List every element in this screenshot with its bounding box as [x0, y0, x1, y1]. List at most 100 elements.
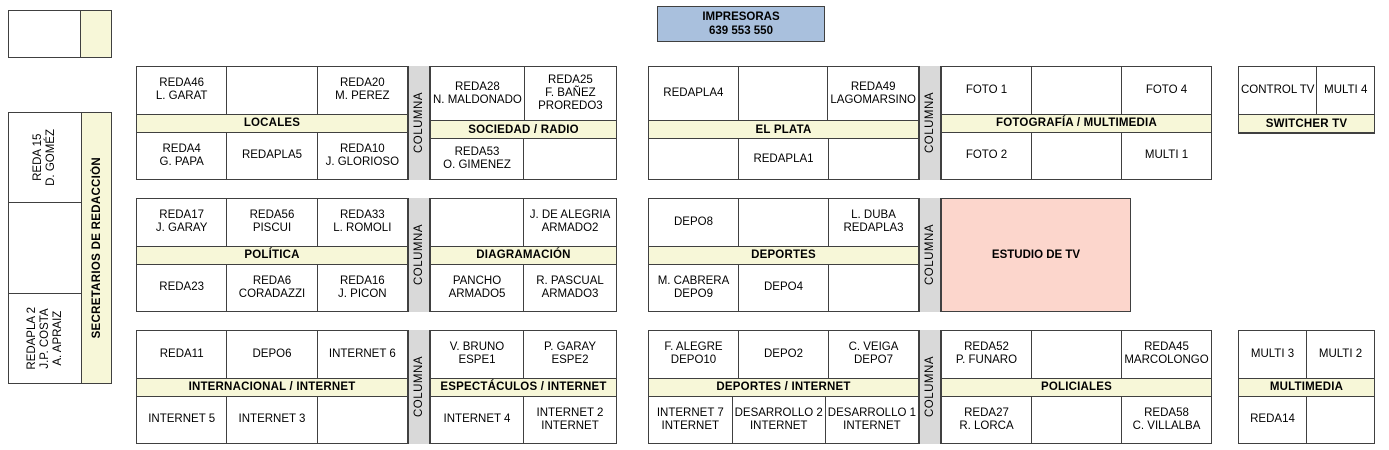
desk-row-bottom: REDAPLA1: [649, 139, 918, 179]
desk-cell[interactable]: [829, 139, 918, 179]
desk-cell[interactable]: INTERNET 3: [227, 396, 318, 443]
desk-cell[interactable]: DEPO8: [649, 199, 739, 246]
desk-cell[interactable]: CONTROL TV: [1239, 67, 1318, 114]
block-estudio-de-tv[interactable]: ESTUDIO DE TV: [941, 198, 1131, 312]
desk-cell[interactable]: INTERNET 4: [431, 396, 524, 443]
desk-cell[interactable]: MULTI 3: [1239, 331, 1307, 378]
desk-cell[interactable]: [1032, 331, 1122, 378]
desk-cell[interactable]: REDAPLA4: [649, 67, 739, 120]
desk-cell[interactable]: MULTI 1: [1122, 132, 1211, 179]
desk-cell-line: REDA58: [1144, 406, 1189, 419]
desk-cell[interactable]: [1307, 396, 1374, 443]
desk-cell[interactable]: MULTI 2: [1307, 331, 1374, 378]
desk-cell[interactable]: [317, 396, 407, 443]
desk-cell[interactable]: INTERNET 6: [317, 331, 407, 378]
desk-cell-line: REDAPLA5: [241, 149, 303, 162]
desk-cell[interactable]: [431, 199, 524, 246]
desk-cell-line: INTERNET: [661, 419, 720, 432]
printers-title: IMPRESORAS: [702, 11, 780, 23]
desk-cell-line: FOTO 2: [965, 149, 1008, 162]
desk-cell[interactable]: [1032, 396, 1122, 443]
desk-cell-line: PANCHO: [452, 274, 502, 287]
sidebar-cell-line: J.P. COSTA: [38, 308, 51, 369]
desk-cell[interactable]: DEPO2: [739, 331, 829, 378]
desk-cell[interactable]: [227, 67, 318, 114]
desk-cell[interactable]: [1032, 132, 1122, 179]
desk-cell[interactable]: REDA14: [1239, 396, 1307, 443]
printers-banner: IMPRESORAS 639 553 550: [657, 6, 825, 42]
sidebar-cell-2[interactable]: [9, 203, 81, 294]
desk-cell-line: CONTROL TV: [1241, 84, 1315, 96]
desk-cell[interactable]: REDAPLA5: [227, 132, 318, 179]
desk-cell-line: ARMADO5: [448, 287, 506, 300]
desk-cell[interactable]: [829, 264, 918, 311]
desk-cell-line: DEPO2: [764, 347, 803, 360]
desk-cell[interactable]: MULTI 4: [1317, 67, 1374, 114]
desk-cell-line: FOTO 4: [1145, 83, 1188, 96]
desk-cell[interactable]: FOTO 1: [942, 67, 1032, 114]
columna-row1-right: COLUMNA: [919, 66, 941, 180]
desk-cell-line: ESPE2: [551, 354, 589, 367]
desk-cell[interactable]: [1032, 67, 1122, 114]
columna-row3-right: COLUMNA: [919, 330, 941, 444]
desk-cell-line: P. GARAY: [544, 341, 596, 354]
desk-cell-line: P. FUNARO: [955, 354, 1018, 367]
desk-cell[interactable]: [739, 199, 829, 246]
desk-cell[interactable]: DEPO4: [739, 264, 829, 311]
desk-cell[interactable]: INTERNET 5: [137, 396, 228, 443]
desk-cell[interactable]: REDA23: [137, 264, 228, 311]
desk-cell-line: DESARROLLO 2: [734, 406, 823, 419]
desk-cell[interactable]: REDAPLA1: [739, 139, 829, 179]
section-label-band: EL PLATA: [649, 120, 918, 139]
desk-cell[interactable]: REDA11: [137, 331, 228, 378]
desk-cell[interactable]: FOTO 2: [942, 132, 1032, 179]
section-label-band: MULTIMEDIA: [1239, 377, 1374, 397]
desk-cell[interactable]: DEPO6: [227, 331, 318, 378]
desk-cell[interactable]: [649, 139, 739, 179]
desk-cell-line: M. CABRERA: [657, 274, 730, 287]
desk-cell[interactable]: FOTO 4: [1122, 67, 1211, 114]
desk-cell[interactable]: [524, 139, 616, 179]
desk-cell[interactable]: [738, 67, 829, 120]
desk-cell-line: F. BAÑEZ: [545, 87, 596, 99]
desk-cell-line: DESARROLLO 1: [827, 406, 916, 419]
desk-cell-line: REDA27: [964, 406, 1009, 419]
